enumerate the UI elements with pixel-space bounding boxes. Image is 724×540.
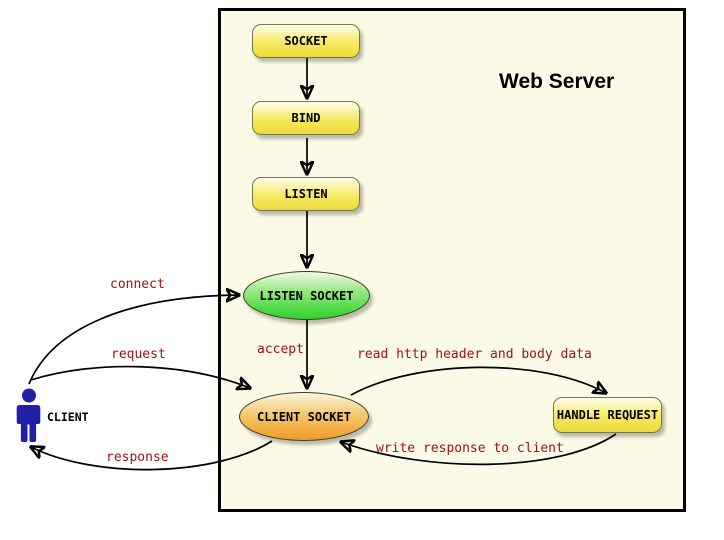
node-listen-socket: LISTEN SOCKET: [243, 271, 370, 320]
server-title: Web Server: [499, 70, 615, 93]
edge-label-connect: connect: [110, 277, 165, 292]
node-bind: BIND: [252, 101, 360, 135]
node-listen: LISTEN: [252, 177, 360, 211]
edge-label-request: request: [111, 347, 166, 362]
edge-label-read: read http header and body data: [357, 347, 592, 362]
node-socket: SOCKET: [252, 24, 360, 58]
node-bind-label: BIND: [291, 111, 321, 125]
edge-label-accept: accept: [257, 342, 304, 357]
node-client-socket: CLIENT SOCKET: [239, 392, 369, 441]
node-handle-request: HANDLE REQUEST: [553, 397, 662, 433]
node-client-socket-label: CLIENT SOCKET: [257, 409, 351, 424]
edge-label-response: response: [106, 450, 169, 465]
node-listen-label: LISTEN: [284, 187, 328, 201]
node-socket-label: SOCKET: [284, 34, 328, 48]
client-label: CLIENT: [47, 410, 89, 424]
node-listen-socket-label: LISTEN SOCKET: [259, 288, 354, 303]
arrow-connect: [28, 295, 239, 385]
edge-label-write: write response to client: [376, 441, 564, 456]
node-handle-request-label: HANDLE REQUEST: [556, 408, 659, 422]
client-person-icon: [16, 388, 41, 442]
